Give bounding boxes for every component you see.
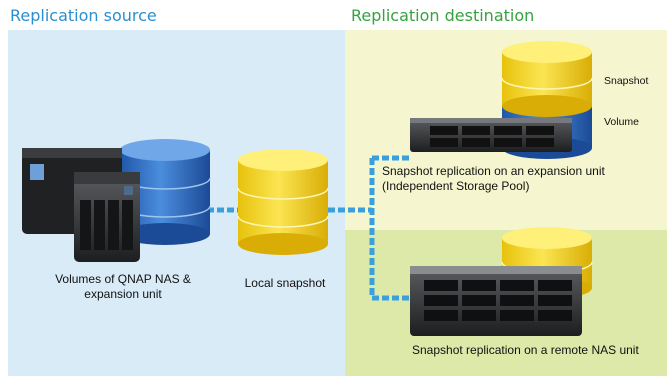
expansion-unit-rack bbox=[410, 118, 572, 152]
replication-connector bbox=[207, 155, 412, 301]
remote-nas-rack bbox=[410, 266, 582, 336]
volumes-label: Volumes of QNAP NAS & expansion unit bbox=[55, 272, 191, 301]
replication-destination-heading: Replication destination bbox=[351, 6, 535, 25]
volume-legend-label: Volume bbox=[604, 116, 640, 128]
expansion-unit-label: Snapshot replication on an expansion uni… bbox=[382, 164, 605, 193]
snapshot-legend-label: Snapshot bbox=[604, 75, 649, 87]
qnap-nas-devices bbox=[22, 148, 140, 262]
remote-nas-label: Snapshot replication on a remote NAS uni… bbox=[412, 343, 639, 357]
local-snapshot-cylinders bbox=[237, 149, 329, 255]
local-snapshot-label: Local snapshot bbox=[244, 276, 326, 290]
replication-source-heading: Replication source bbox=[10, 6, 157, 25]
